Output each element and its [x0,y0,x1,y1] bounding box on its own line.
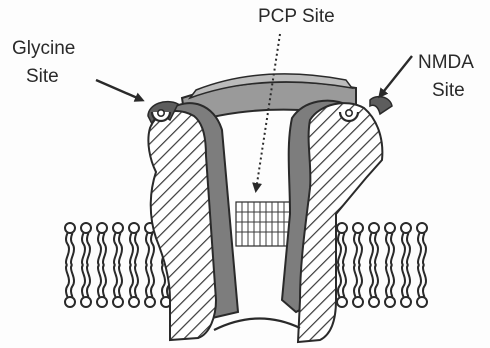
lipid-head [401,297,411,307]
lipid-tail [359,265,362,297]
lipid-tail [87,233,90,265]
lipid-head [81,223,91,233]
lipid-head [145,297,155,307]
lipid-head [417,297,427,307]
lipid-head [129,223,139,233]
lipid-tail [354,265,357,297]
lipid-head [113,297,123,307]
lipid-head [369,223,379,233]
lipid-tail [103,233,106,265]
lipid-tail [423,265,426,297]
lipid-tail [82,265,85,297]
lipid-tail [82,233,85,265]
lipid-tail [386,233,389,265]
lipid-tail [359,233,362,265]
lipid-tail [418,233,421,265]
lipid-tail [98,233,101,265]
nmda-site-label-line2: Site [432,80,465,102]
lipid-tail [146,233,149,265]
lipid-tail [71,233,74,265]
pcp-site-label: PCP Site [258,6,335,28]
glycine-site-arrow-icon [96,80,142,100]
lipid-tail [407,233,410,265]
lipid-bilayer-right [337,223,427,307]
lipid-tail [119,265,122,297]
lipid-head [385,223,395,233]
lipid-head [113,223,123,233]
lipid-head [385,297,395,307]
lipid-tail [71,265,74,297]
lipid-tail [135,265,138,297]
lipid-tail [66,233,69,265]
lipid-tail [338,265,341,297]
lipid-head [337,223,347,233]
lipid-tail [343,265,346,297]
pcp-site-dotted-arrow-icon [256,34,280,190]
lipid-tail [402,265,405,297]
lipid-head [337,297,347,307]
lipid-tail [423,233,426,265]
nmda-site-label-line1: NMDA [418,52,474,74]
lipid-tail [130,265,133,297]
lipid-tail [146,265,149,297]
lipid-tail [391,265,394,297]
glycine-site-label-line1: Glycine [12,38,75,60]
lipid-tail [87,265,90,297]
lipid-tail [130,233,133,265]
lipid-head [417,223,427,233]
receptor-subunit-right [282,101,382,342]
lipid-head [65,223,75,233]
lipid-tail [418,265,421,297]
lipid-head [401,223,411,233]
lipid-tail [103,265,106,297]
lipid-head [369,297,379,307]
lipid-tail [375,233,378,265]
lipid-tail [114,233,117,265]
lipid-tail [66,265,69,297]
lipid-tail [151,265,154,297]
lipid-tail [114,265,117,297]
lipid-tail [375,265,378,297]
lipid-head [129,297,139,307]
lipid-head [97,297,107,307]
lipid-tail [370,233,373,265]
lipid-tail [386,265,389,297]
lipid-tail [151,233,154,265]
lipid-tail [135,233,138,265]
lipid-tail [162,265,165,297]
lipid-tail [370,265,373,297]
lipid-head [353,223,363,233]
lipid-head [97,223,107,233]
receptor-bottom-rim [214,318,300,330]
lipid-head [81,297,91,307]
lipid-tail [338,233,341,265]
lipid-tail [119,233,122,265]
lipid-tail [98,265,101,297]
lipid-tail [354,233,357,265]
lipid-head [65,297,75,307]
lipid-tail [402,233,405,265]
nmda-site-arrow-icon [380,56,412,96]
glycine-site-label-line2: Site [26,66,59,88]
lipid-tail [407,265,410,297]
lipid-tail [343,233,346,265]
lipid-tail [391,233,394,265]
lipid-head [353,297,363,307]
